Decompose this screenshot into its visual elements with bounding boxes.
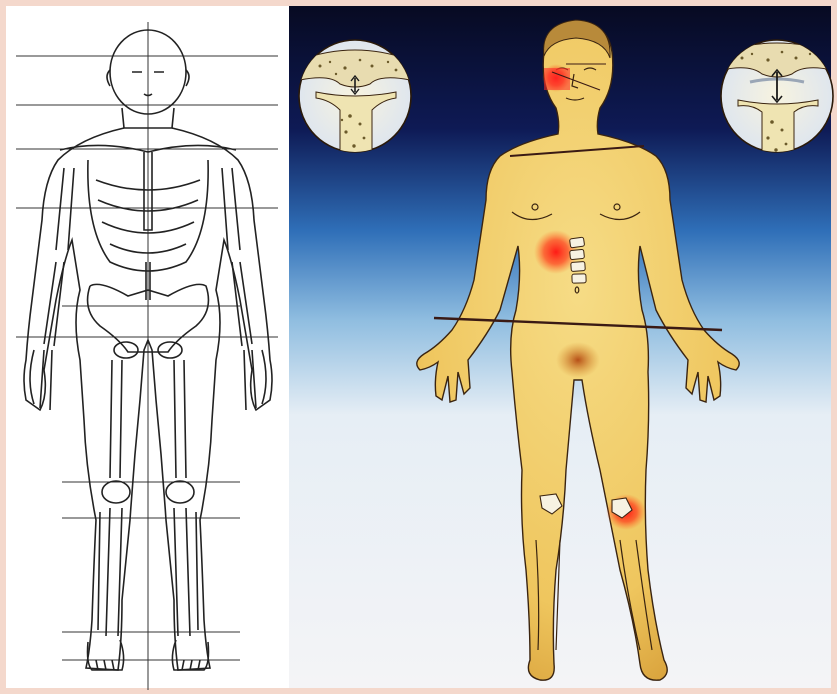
body-panel: [289, 6, 833, 688]
face-pain-square: [544, 68, 570, 90]
groin-highlight: [556, 342, 600, 378]
skeleton-panel: [6, 6, 289, 690]
